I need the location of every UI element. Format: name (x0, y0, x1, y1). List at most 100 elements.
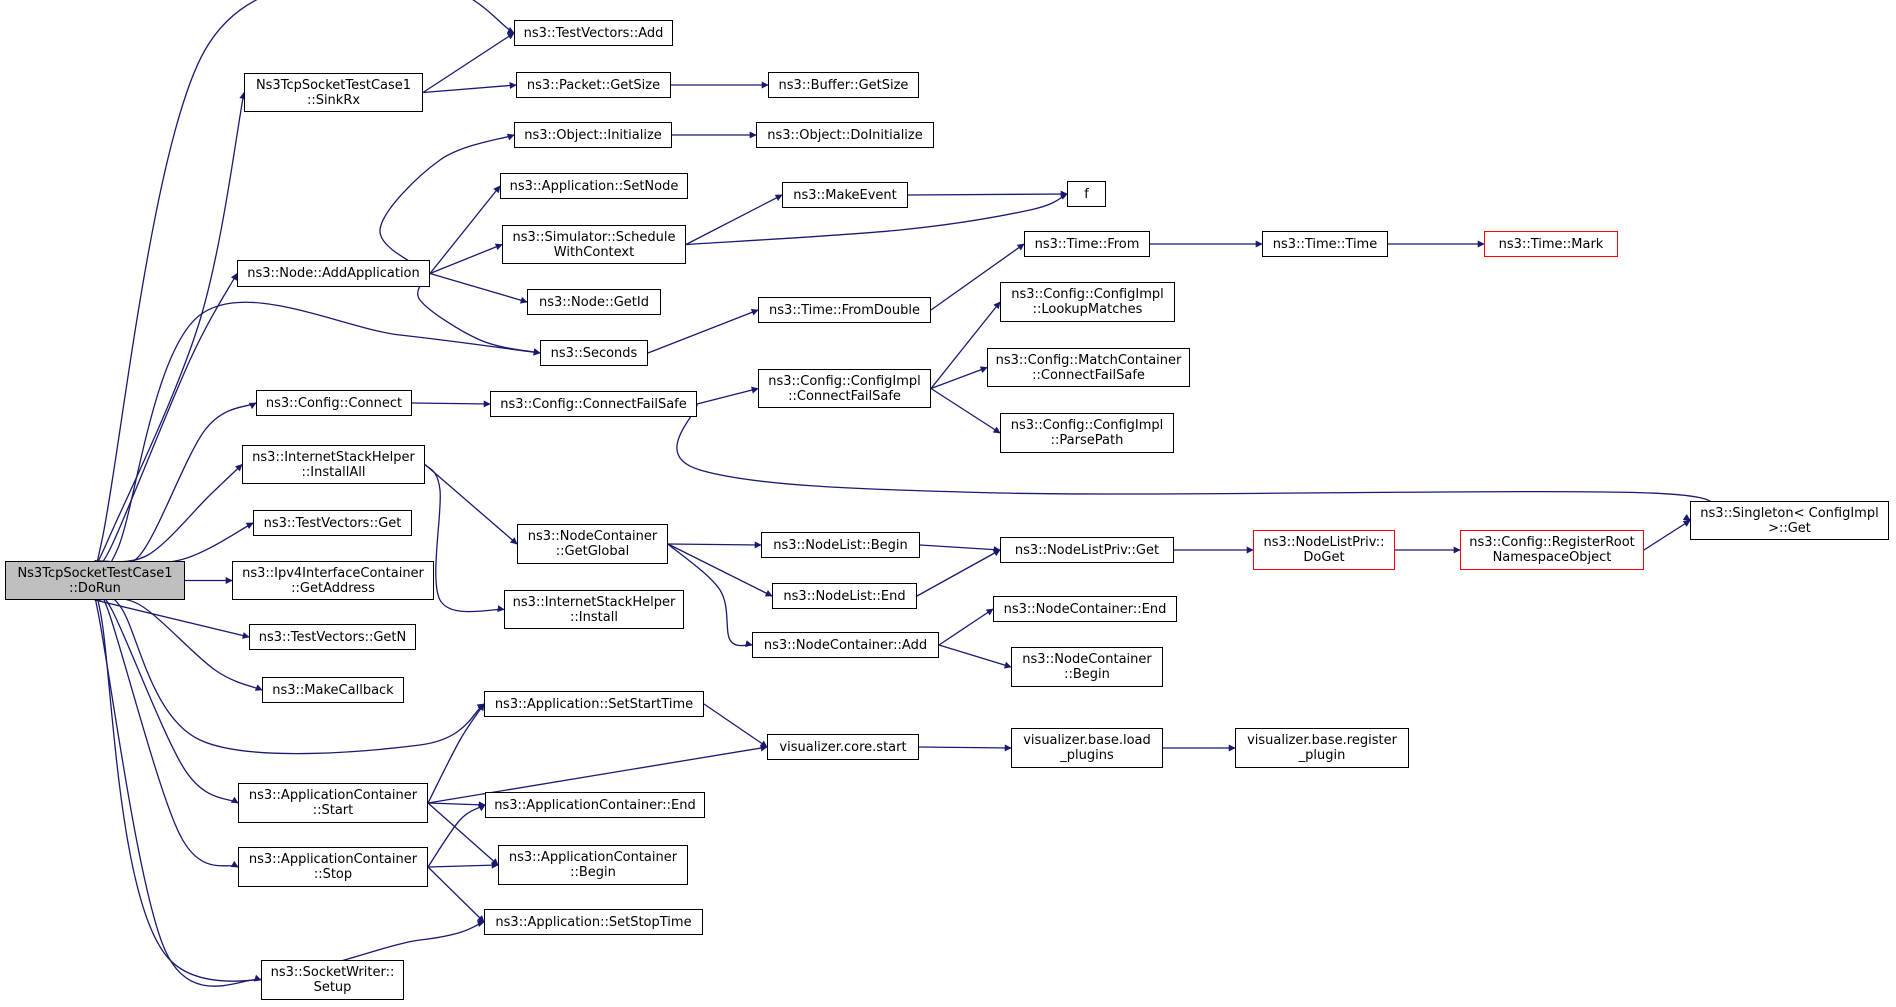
node-label-line: Ns3TcpSocketTestCase1 (255, 77, 412, 93)
node-label-line: ::Begin (570, 865, 616, 880)
edge-ac-stop-to-ac-end (427, 804, 486, 868)
node-pkt-getsize[interactable]: ns3::Packet::GetSize (516, 72, 671, 98)
node-nl-end[interactable]: ns3::NodeList::End (772, 583, 917, 609)
edge-sinkrx-to-pkt-getsize (422, 82, 517, 94)
node-label-line: ::ParsePath (1050, 433, 1124, 448)
edge-sinkrx-to-tv-add (422, 32, 515, 94)
node-label-line: visualizer.core.start (779, 739, 907, 755)
node-ac-begin[interactable]: ns3::ApplicationContainer::Begin (498, 845, 688, 885)
node-ipv4-getaddr[interactable]: ns3::Ipv4InterfaceContainer::GetAddress (232, 561, 434, 600)
node-cfgimpl-cfs[interactable]: ns3::Config::ConfigImpl::ConnectFailSafe (758, 369, 931, 408)
node-nc-add[interactable]: ns3::NodeContainer::Add (752, 632, 939, 658)
node-label-line: _plugin (1298, 748, 1346, 763)
edge-ish-installall-to-nc-getglobal (424, 464, 518, 545)
node-label-line: ns3::NodeListPriv:: (1263, 535, 1385, 550)
node-label-line: ns3::Config::RegisterRoot (1469, 535, 1635, 550)
node-nc-begin[interactable]: ns3::NodeContainer::Begin (1011, 647, 1163, 687)
node-time-mark[interactable]: ns3::Time::Mark (1484, 231, 1618, 257)
node-label-line: ns3::InternetStackHelper (512, 594, 676, 610)
node-label-line: WithContext (553, 244, 635, 260)
node-ish-installall[interactable]: ns3::InternetStackHelper::InstallAll (242, 445, 425, 484)
edge-node-addapp-to-node-getid (429, 272, 528, 304)
node-label-line: ns3::ApplicationContainer (248, 788, 418, 803)
node-label-line: ns3::Application::SetStopTime (495, 914, 692, 930)
edge-cfg-connect-to-cfg-cfs (411, 400, 491, 408)
node-label-line: ::GetGlobal (555, 544, 630, 559)
node-node-addapp[interactable]: ns3::Node::AddApplication (237, 260, 430, 287)
node-label-line: ns3::NodeList::Begin (773, 537, 908, 553)
edge-ac-start-to-ac-end (427, 801, 486, 809)
edge-root-to-app-setstart (94, 593, 485, 755)
node-app-setstop[interactable]: ns3::Application::SetStopTime (484, 909, 703, 935)
node-time-fromdouble[interactable]: ns3::Time::FromDouble (758, 297, 931, 323)
edge-cfg-regroot-to-singleton-get (1643, 519, 1691, 551)
node-ish-install[interactable]: ns3::InternetStackHelper::Install (504, 590, 684, 629)
node-buf-getsize[interactable]: ns3::Buffer::GetSize (768, 72, 919, 98)
node-label-line: Setup (313, 980, 352, 995)
node-label-line: ::ConnectFailSafe (1032, 367, 1145, 383)
node-label-line: ns3::MakeCallback (272, 682, 394, 698)
node-ac-end[interactable]: ns3::ApplicationContainer::End (485, 792, 705, 818)
node-label-line: DoGet (1303, 550, 1345, 565)
node-label-line: ns3::Ipv4InterfaceContainer (242, 565, 424, 581)
node-obj-init[interactable]: ns3::Object::Initialize (514, 122, 672, 148)
node-vis-load[interactable]: visualizer.base.load_plugins (1011, 728, 1163, 768)
node-tv-add[interactable]: ns3::TestVectors::Add (514, 20, 673, 46)
node-app-setstart[interactable]: ns3::Application::SetStartTime (484, 691, 704, 717)
node-label-line: ns3::TestVectors::GetN (258, 629, 407, 645)
node-f[interactable]: f (1067, 181, 1106, 207)
node-sinkrx[interactable]: Ns3TcpSocketTestCase1::SinkRx (244, 73, 423, 112)
node-nl-begin[interactable]: ns3::NodeList::Begin (761, 532, 920, 558)
node-nc-getglobal[interactable]: ns3::NodeContainer::GetGlobal (517, 524, 668, 564)
node-nlp-doget[interactable]: ns3::NodeListPriv::DoGet (1253, 530, 1395, 570)
node-nc-end[interactable]: ns3::NodeContainer::End (993, 596, 1177, 622)
node-label-line: ns3::Seconds (550, 345, 638, 361)
node-time-time[interactable]: ns3::Time::Time (1262, 231, 1388, 257)
node-ac-stop[interactable]: ns3::ApplicationContainer::Stop (238, 847, 428, 887)
node-label-line: ::ConnectFailSafe (788, 388, 901, 404)
node-label-line: >::Get (1768, 520, 1811, 536)
node-label-line: ns3::InternetStackHelper (252, 449, 415, 465)
node-cfg-lookup[interactable]: ns3::Config::ConfigImpl::LookupMatches (1000, 282, 1175, 322)
node-makecallback[interactable]: ns3::MakeCallback (262, 677, 404, 703)
node-nlp-get[interactable]: ns3::NodeListPriv::Get (1000, 537, 1174, 563)
node-root: Ns3TcpSocketTestCase1::DoRun (5, 561, 185, 600)
node-cfg-connect[interactable]: ns3::Config::Connect (256, 390, 412, 416)
node-app-setnode[interactable]: ns3::Application::SetNode (500, 173, 688, 199)
edge-makeevent-to-f (907, 190, 1068, 198)
node-seconds[interactable]: ns3::Seconds (540, 340, 648, 366)
node-node-getid[interactable]: ns3::Node::GetId (527, 289, 661, 315)
node-time-from[interactable]: ns3::Time::From (1024, 231, 1150, 257)
node-tv-getn[interactable]: ns3::TestVectors::GetN (249, 624, 416, 650)
node-vis-core-start[interactable]: visualizer.core.start (767, 734, 919, 760)
node-label-line: ns3::Object::Initialize (524, 127, 662, 143)
node-makeevent[interactable]: ns3::MakeEvent (782, 182, 908, 208)
edge-ac-start-to-app-setstart (427, 703, 485, 804)
node-label-line: ns3::Singleton< ConfigImpl (1700, 505, 1879, 521)
edge-node-addapp-to-app-setnode (429, 185, 501, 274)
node-label-line: ns3::Time::FromDouble (769, 302, 920, 318)
node-sockwriter-setup[interactable]: ns3::SocketWriter::Setup (261, 960, 404, 1000)
node-cfg-mc-cfs[interactable]: ns3::Config::MatchContainer::ConnectFail… (987, 348, 1190, 387)
edge-app-setstart-to-vis-core-start (703, 703, 768, 748)
node-label-line: ns3::Buffer::GetSize (778, 77, 909, 93)
node-cfg-parsepath[interactable]: ns3::Config::ConfigImpl::ParsePath (1000, 413, 1174, 453)
node-label-line: ns3::MakeEvent (793, 187, 897, 203)
edge-nc-add-to-nc-begin (938, 644, 1012, 669)
node-singleton-get[interactable]: ns3::Singleton< ConfigImpl >::Get (1690, 501, 1889, 540)
node-ac-start[interactable]: ns3::ApplicationContainer::Start (238, 783, 428, 823)
node-label-line: ns3::Config::ConfigImpl (1011, 287, 1164, 302)
edge-cfg-cfs-to-cfgimpl-cfs (696, 386, 759, 405)
node-tv-get[interactable]: ns3::TestVectors::Get (253, 510, 412, 536)
node-cfg-cfs[interactable]: ns3::Config::ConnectFailSafe (490, 391, 697, 417)
edge-cfgimpl-cfs-to-cfg-mc-cfs (930, 366, 988, 390)
node-label-line: NamespaceObject (1492, 550, 1612, 565)
node-label-line: ns3::Simulator::Schedule (512, 229, 676, 245)
node-label-line: ::GetAddress (291, 580, 375, 596)
node-vis-register[interactable]: visualizer.base.register_plugin (1235, 728, 1409, 768)
node-label-line: ::SinkRx (306, 92, 361, 108)
node-label-line: ns3::Object::DoInitialize (767, 127, 923, 143)
node-obj-doinit[interactable]: ns3::Object::DoInitialize (756, 122, 934, 148)
